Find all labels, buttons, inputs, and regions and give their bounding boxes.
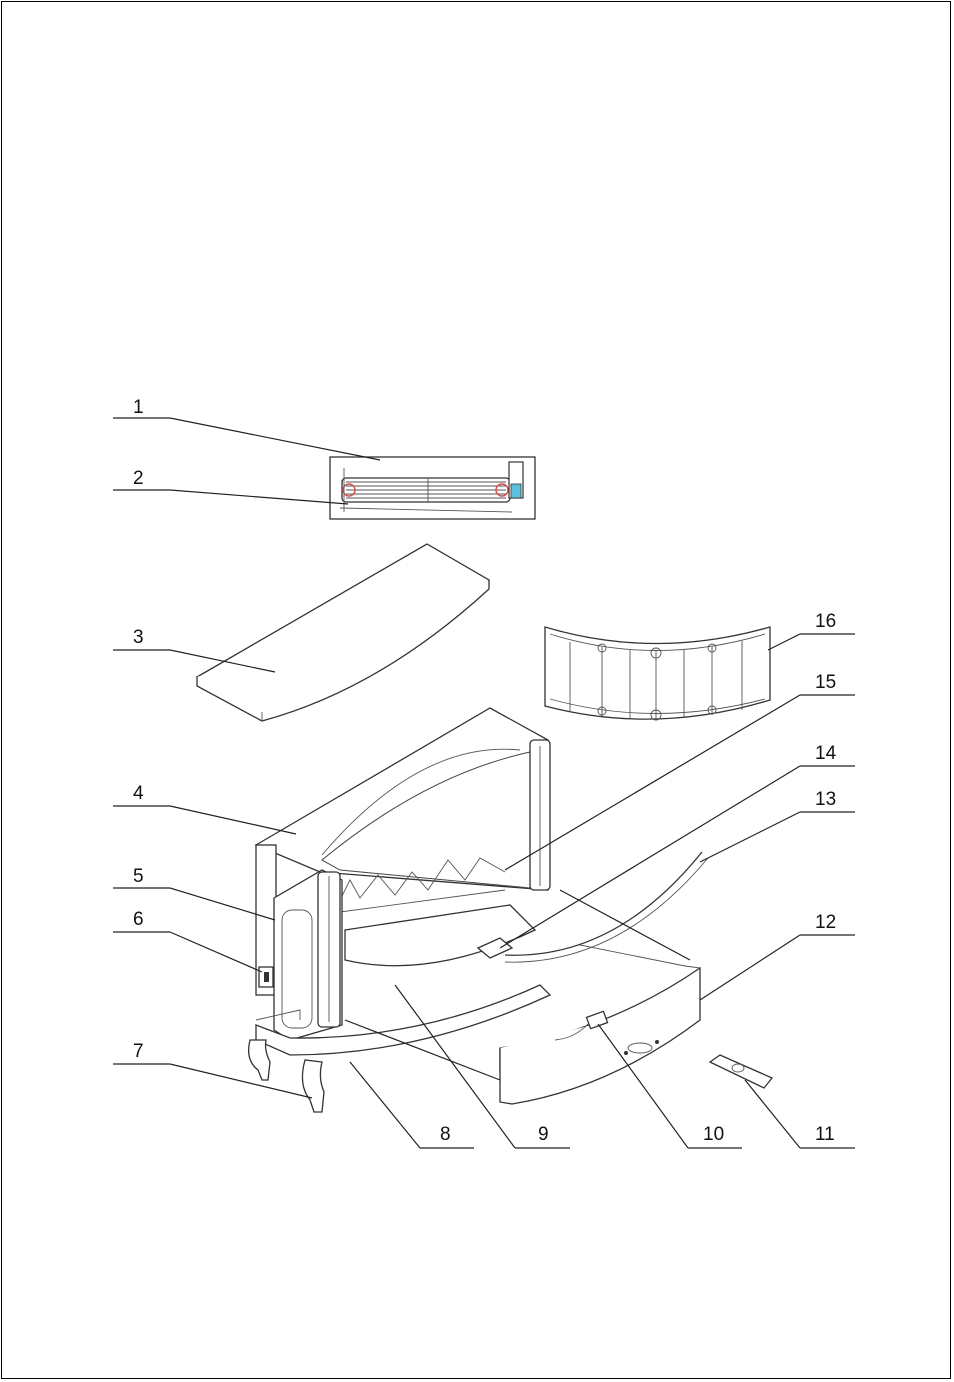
callout-label-6: 6: [133, 909, 144, 930]
callout-label-3: 3: [133, 627, 144, 648]
callout-label-8: 8: [440, 1124, 451, 1145]
callout-label-13: 13: [815, 789, 836, 810]
callout-label-12: 12: [815, 912, 836, 933]
callout-4: 4: [113, 783, 296, 834]
remote-control: [710, 1055, 772, 1088]
heater-element-assembly: [330, 457, 535, 519]
callout-label-5: 5: [133, 866, 144, 887]
power-switch: [259, 967, 273, 987]
callout-1: 1: [113, 397, 380, 460]
callout-label-11: 11: [815, 1124, 835, 1145]
callout-label-4: 4: [133, 783, 144, 804]
callout-label-14: 14: [815, 743, 837, 764]
callout-label-15: 15: [815, 672, 836, 693]
rear-reflector-panel: [545, 627, 770, 720]
callout-label-7: 7: [133, 1041, 144, 1062]
top-panel: [197, 544, 489, 721]
callout-11: 11: [745, 1080, 855, 1148]
callout-8: 8: [350, 1062, 474, 1148]
callout-label-1: 1: [133, 397, 144, 418]
callout-16: 16: [768, 611, 855, 650]
callout-label-16: 16: [815, 611, 836, 632]
callout-12: 12: [700, 912, 855, 1000]
callout-6: 6: [113, 909, 262, 972]
callout-14: 14: [500, 743, 855, 948]
left-side-panel: [274, 870, 342, 1040]
callout-label-2: 2: [133, 468, 144, 489]
callout-13: 13: [700, 789, 855, 862]
callout-label-9: 9: [538, 1124, 549, 1145]
callout-2: 2: [113, 468, 348, 504]
callout-label-10: 10: [703, 1124, 724, 1145]
